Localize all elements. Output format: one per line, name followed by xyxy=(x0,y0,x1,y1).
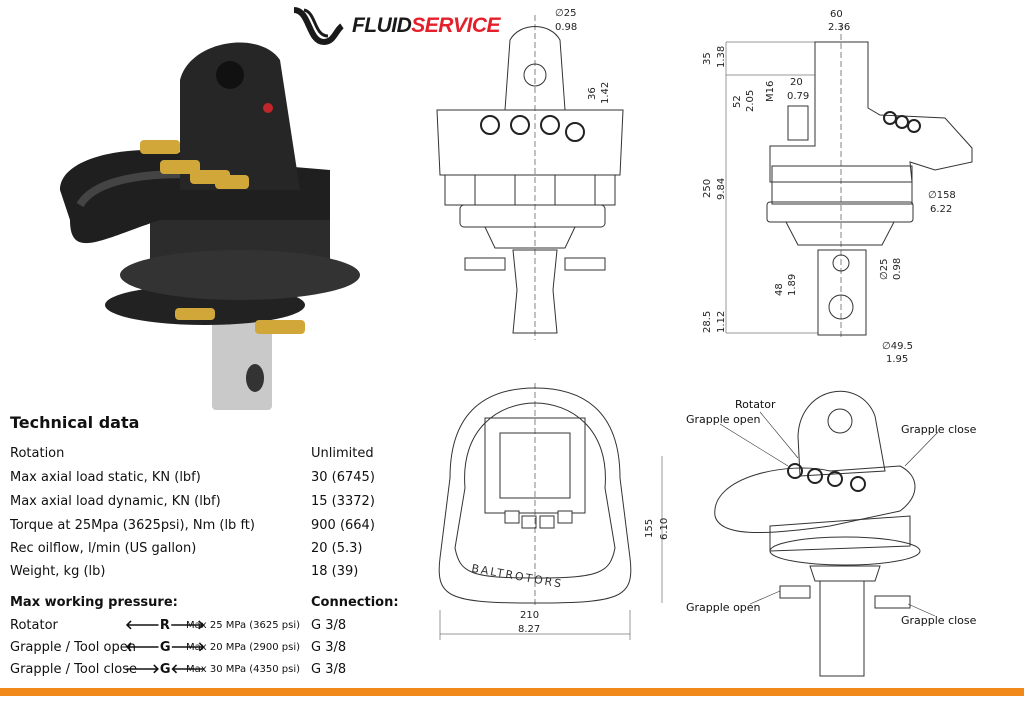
dim-side-h35-in: 1.38 xyxy=(716,46,727,68)
pressure-row: Grapple / Tool close🡒G🡐Max 30 MPa (4350 … xyxy=(10,660,346,680)
dim-side-h48-in: 1.89 xyxy=(787,274,798,296)
dim-side-h52: 52 xyxy=(732,95,743,108)
tech-row: Torque at 25Mpa (3625psi), Nm (lb ft) 900… xyxy=(10,516,375,536)
tech-row: Weight, kg (lb) 18 (39) xyxy=(10,562,358,582)
connection-title: Connection: xyxy=(311,595,399,610)
dim-front-h36-in: 1.42 xyxy=(600,82,611,104)
tech-value: 20 (5.3) xyxy=(311,541,363,556)
pressure-row: Grapple / Tool open🡐G🡒Max 20 MPa (2900 p… xyxy=(10,638,346,658)
tech-row: Max axial load dynamic, KN (lbf) 15 (3372… xyxy=(10,492,375,512)
pressure-row: Rotator 🡐R🡒Max 25 MPa (3625 psi) G 3/8 xyxy=(10,616,346,636)
tech-label: Max axial load static, KN (lbf) xyxy=(10,470,201,485)
iso-view-drawing: Rotator Grapple open Grapple close Grapp… xyxy=(686,390,977,677)
product-photo xyxy=(60,42,360,410)
dim-side-w20-in: 0.79 xyxy=(787,91,809,102)
footer-accent-bar xyxy=(0,688,1024,696)
dim-side-h52-in: 2.05 xyxy=(745,90,756,112)
dim-side-d158-in: 6.22 xyxy=(930,204,952,215)
iso-label-grapple-close: Grapple close xyxy=(901,423,977,436)
tech-value: 18 (39) xyxy=(311,564,359,579)
dim-side-h28-in: 1.12 xyxy=(716,311,727,333)
grapple-open-arrows-icon: 🡐G🡒 xyxy=(125,640,206,655)
pressure-max: Max 25 MPa (3625 psi) xyxy=(186,620,301,631)
tech-label: Rec oilflow, l/min (US gallon) xyxy=(10,541,197,556)
dim-side-h35: 35 xyxy=(702,52,713,65)
dim-side-h250: 250 xyxy=(702,179,713,198)
tech-value: 900 (664) xyxy=(311,518,375,533)
dim-front-d25: ∅25 xyxy=(555,8,576,19)
technical-data-title: Technical data xyxy=(10,413,140,432)
brand-wave-icon xyxy=(293,7,344,45)
tech-value: Unlimited xyxy=(311,446,374,461)
tech-label: Weight, kg (lb) xyxy=(10,564,106,579)
tech-row: Rotation Unlimited xyxy=(10,444,374,464)
tech-value: 30 (6745) xyxy=(311,470,375,485)
pressure-connection: G 3/8 xyxy=(311,640,347,655)
rotator-arrows-icon: 🡐R🡒 xyxy=(125,618,205,633)
dim-side-d25-in: 0.98 xyxy=(892,258,903,280)
iso-label-grapple-open-2: Grapple open xyxy=(686,601,761,614)
dim-side-d158: ∅158 xyxy=(928,190,956,201)
pressure-max: Max 30 MPa (4350 psi) xyxy=(186,664,301,675)
pressure-label: Grapple / Tool close xyxy=(10,662,138,677)
dim-front-h36: 36 xyxy=(587,87,598,100)
iso-label-rotator: Rotator xyxy=(735,398,776,411)
dim-side-h48: 48 xyxy=(774,283,785,296)
pressure-max: Max 20 MPa (2900 psi) xyxy=(186,642,301,653)
dim-side-h250-in: 9.84 xyxy=(716,178,727,200)
front-view-drawing: ∅25 0.98 36 1.42 xyxy=(436,8,624,340)
max-working-pressure-title: Max working pressure: xyxy=(10,595,178,610)
tech-row: Rec oilflow, l/min (US gallon) 20 (5.3) xyxy=(10,539,363,559)
dim-side-w20: 20 xyxy=(790,77,803,88)
tech-row: Max axial load static, KN (lbf) 30 (6745) xyxy=(10,468,375,488)
dim-top-h155: 155 xyxy=(644,519,655,538)
tech-label: Rotation xyxy=(10,446,65,461)
iso-label-grapple-close-2: Grapple close xyxy=(901,614,977,627)
dim-top-w210: 210 xyxy=(520,610,539,621)
pressure-connection: G 3/8 xyxy=(311,662,347,677)
iso-label-grapple-open: Grapple open xyxy=(686,413,761,426)
brand-part1: FLUID xyxy=(351,14,412,37)
top-view-brand: BALTROTORS xyxy=(470,562,564,591)
dim-front-d25-in: 0.98 xyxy=(555,22,577,33)
brand-logo: FLUIDSERVICE xyxy=(290,6,500,46)
dim-side-w60-in: 2.36 xyxy=(828,22,850,33)
dim-side-d49: ∅49.5 xyxy=(882,341,913,352)
dim-side-d49-in: 1.95 xyxy=(886,354,908,365)
top-view-drawing: BALTROTORS 155 6.10 210 8.27 xyxy=(438,383,670,640)
side-view-drawing: 60 2.36 35 1.38 52 2.05 M16 20 0.79 250 … xyxy=(702,9,973,365)
dim-side-h28: 28.5 xyxy=(702,311,713,333)
dim-top-h155-in: 6.10 xyxy=(659,518,670,540)
pressure-label: Grapple / Tool open xyxy=(10,640,136,655)
tech-label: Torque at 25Mpa (3625psi), Nm (lb ft) xyxy=(10,518,255,533)
brand-part2: SERVICE xyxy=(411,14,500,37)
pressure-connection: G 3/8 xyxy=(311,618,347,633)
dim-side-m16: M16 xyxy=(765,81,776,102)
dim-top-w210-in: 8.27 xyxy=(518,624,540,635)
tech-value: 15 (3372) xyxy=(311,494,375,509)
tech-label: Max axial load dynamic, KN (lbf) xyxy=(10,494,221,509)
grapple-close-arrows-icon: 🡒G🡐 xyxy=(125,662,206,677)
dim-side-d25: ∅25 xyxy=(879,259,890,280)
dim-side-w60: 60 xyxy=(830,9,843,20)
pressure-label: Rotator xyxy=(10,618,58,633)
